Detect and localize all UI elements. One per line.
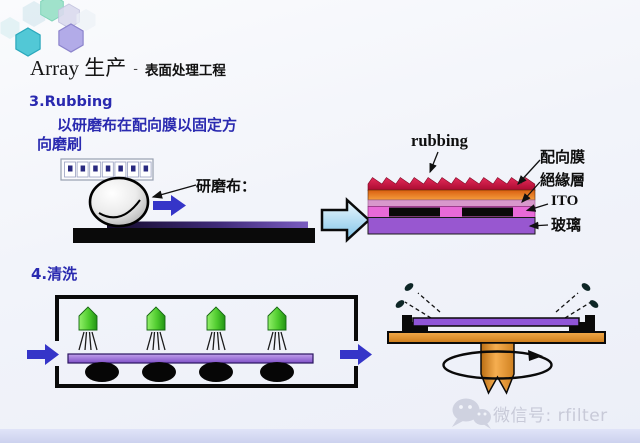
hexagon-icon xyxy=(22,1,46,27)
spray-nozzle-icon xyxy=(267,306,287,351)
hexagon-icon xyxy=(40,0,64,22)
roller-wheel xyxy=(260,362,294,382)
layer-label-alignment-film: 配向膜 xyxy=(540,148,586,166)
spray-nozzles xyxy=(78,306,287,351)
hexagon-icon xyxy=(0,17,20,39)
alignment-film-layer xyxy=(367,177,536,191)
spray-droplets-right xyxy=(555,283,599,319)
wechat-icon xyxy=(452,398,491,429)
droplet-icon xyxy=(589,300,599,308)
spin-substrate xyxy=(412,317,580,327)
roller-wheel xyxy=(85,362,119,382)
droplet-icon xyxy=(404,283,414,291)
roller-wheels xyxy=(85,362,294,382)
right-arrow-icon xyxy=(153,195,186,216)
spin-dryer xyxy=(387,283,606,395)
chamber-wall-top xyxy=(55,295,358,341)
rubbing-description-line1: 以研磨布在配向膜以固定方 xyxy=(57,116,238,134)
label-leader-arrows xyxy=(429,151,549,230)
hexagon-decoration xyxy=(0,0,96,57)
glass-layer xyxy=(367,217,536,235)
spray-nozzle-icon xyxy=(78,306,98,351)
droplet-icon xyxy=(581,283,591,291)
roller-label: 研磨布： xyxy=(196,177,257,195)
droplet-icon xyxy=(395,300,405,308)
ito-electrode xyxy=(389,207,440,217)
spray-nozzle-icon xyxy=(206,306,226,351)
rotation-arrow-icon xyxy=(442,350,553,380)
hexagon-icon xyxy=(15,27,41,57)
alignment-film-base-layer xyxy=(367,189,536,201)
roller-wheel xyxy=(199,362,233,382)
spray-droplets-left xyxy=(395,283,441,319)
cleaning-heading: 4.清洗 xyxy=(31,265,78,283)
insulation-layer xyxy=(367,199,536,207)
clamp-right xyxy=(569,315,595,332)
title-separator: - xyxy=(133,62,138,77)
rubbing-roller xyxy=(88,176,150,228)
spray-nozzle-icon xyxy=(146,306,166,351)
process-arrow-icon xyxy=(320,197,371,243)
layer-label-ito: ITO xyxy=(551,193,579,209)
chamber-wall-bottom xyxy=(55,366,358,388)
roller-pointer-arrow xyxy=(151,184,197,199)
title-text: Array 生产 xyxy=(30,56,127,80)
page-title: Array 生产 - 表面处理工程 xyxy=(30,52,226,82)
chamber-substrate xyxy=(67,353,314,364)
layer-label-insulation: 絕緣層 xyxy=(540,171,586,189)
roller-wheel xyxy=(142,362,176,382)
chamber-entry-arrow-icon xyxy=(27,344,59,365)
rubbing-heading: 3.Rubbing xyxy=(29,94,113,110)
layer-stack xyxy=(367,177,536,235)
bottom-strip xyxy=(0,429,640,443)
film-strip xyxy=(60,158,154,181)
rotation-arrowhead xyxy=(528,350,543,361)
rubbing-description-line2: 向磨刷 xyxy=(37,135,83,153)
watermark-text: 微信号: rfilter xyxy=(493,406,608,426)
rubbing-diagram-label: rubbing xyxy=(411,131,468,150)
hexagon-icon xyxy=(58,23,84,53)
subtitle-text: 表面处理工程 xyxy=(144,63,226,79)
rubbing-substrate xyxy=(73,221,315,243)
cleaning-chamber xyxy=(55,295,358,388)
spin-platform xyxy=(387,331,606,344)
ito-electrode xyxy=(462,207,513,217)
roller-rotation-curve xyxy=(98,199,141,219)
layer-label-glass: 玻璃 xyxy=(551,216,582,234)
hexagon-icon xyxy=(76,9,96,31)
chamber-exit-arrow-icon xyxy=(340,344,372,365)
